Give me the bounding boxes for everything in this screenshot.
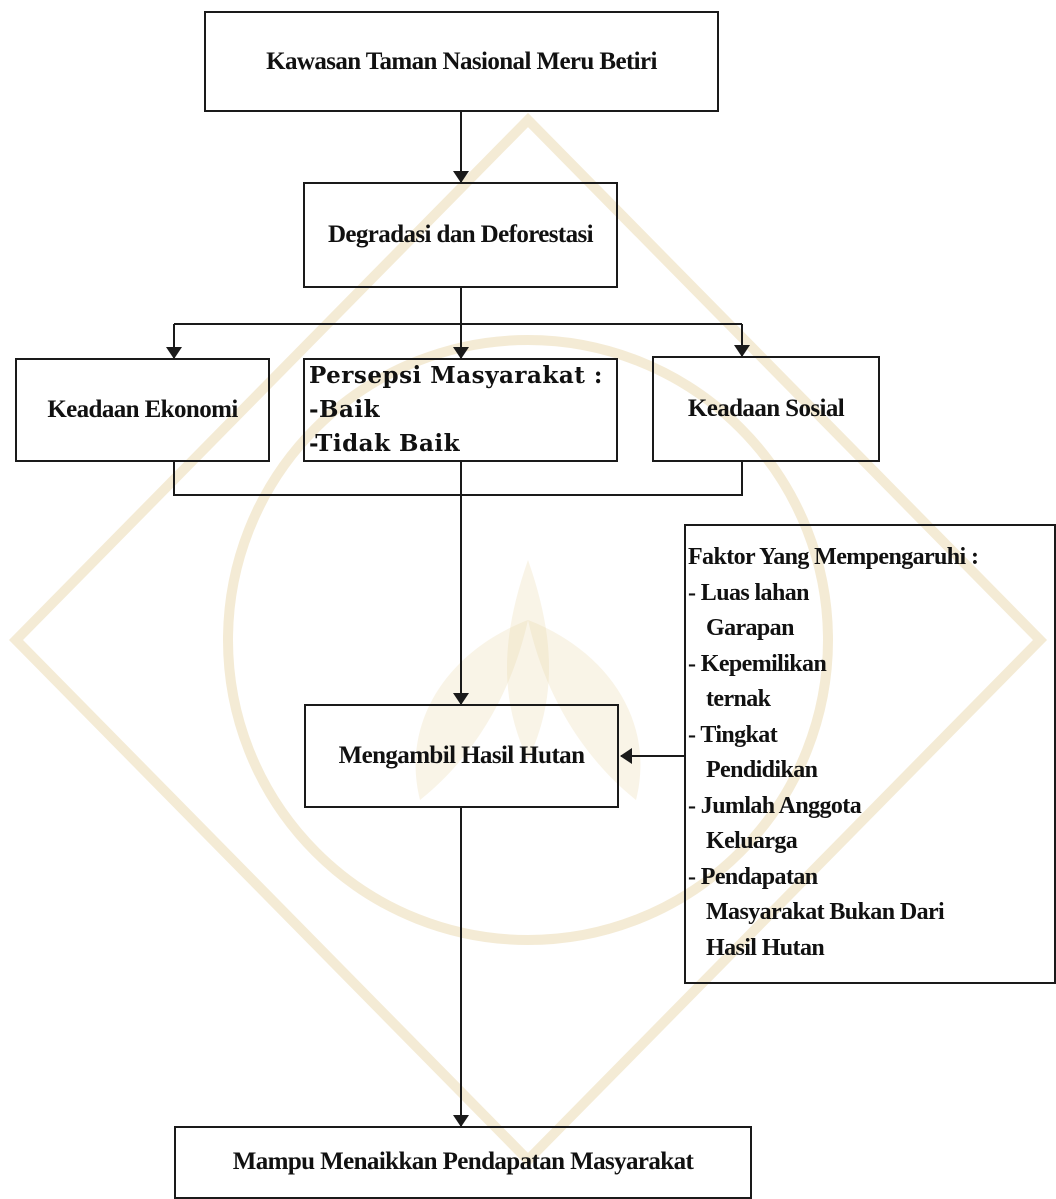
sosial-box: Keadaan Sosial [652, 356, 880, 462]
ekonomi-box: Keadaan Ekonomi [15, 358, 270, 462]
faktor-line-9: - Pendapatan [688, 863, 818, 890]
persepsi-title: Persepsi Masyarakat : [309, 362, 603, 389]
mengambil-label: Mengambil Hasil Hutan [338, 742, 585, 769]
persepsi-item-baik: -Baik [309, 396, 381, 423]
ekonomi-label: Keadaan Ekonomi [47, 396, 238, 423]
mampu-box: Mampu Menaikkan Pendapatan Masyarakat [174, 1126, 752, 1199]
faktor-line-7: - Jumlah Anggota [688, 792, 862, 819]
kawasan-box: Kawasan Taman Nasional Meru Betiri [204, 11, 719, 112]
persepsi-box: Persepsi Masyarakat : -Baik -Tidak Baik [303, 358, 618, 462]
faktor-title: Faktor Yang Mempengaruhi : [688, 544, 979, 570]
faktor-line-8: Keluarga [706, 828, 798, 854]
faktor-line-2: Garapan [706, 615, 794, 641]
faktor-line-5: - Tingkat [688, 721, 778, 748]
degradasi-label: Degradasi dan Deforestasi [327, 221, 594, 248]
mengambil-box: Mengambil Hasil Hutan [304, 704, 619, 808]
faktor-line-3: - Kepemilikan [688, 650, 827, 677]
faktor-line-11: Hasil Hutan [706, 934, 825, 961]
kawasan-label: Kawasan Taman Nasional Meru Betiri [266, 47, 657, 75]
faktor-line-10: Masyarakat Bukan Dari [706, 899, 945, 925]
sosial-label: Keadaan Sosial [687, 395, 845, 422]
faktor-line-4: ternak [706, 686, 771, 712]
mampu-label: Mampu Menaikkan Pendapatan Masyarakat [232, 1148, 694, 1175]
faktor-line-6: Pendidikan [706, 757, 818, 783]
degradasi-box: Degradasi dan Deforestasi [303, 182, 618, 288]
faktor-box: Faktor Yang Mempengaruhi : - Luas lahan … [684, 524, 1056, 984]
persepsi-item-tidak-baik: -Tidak Baik [309, 430, 461, 457]
faktor-line-1: - Luas lahan [688, 579, 809, 606]
merge-bar-bottom [173, 462, 743, 496]
